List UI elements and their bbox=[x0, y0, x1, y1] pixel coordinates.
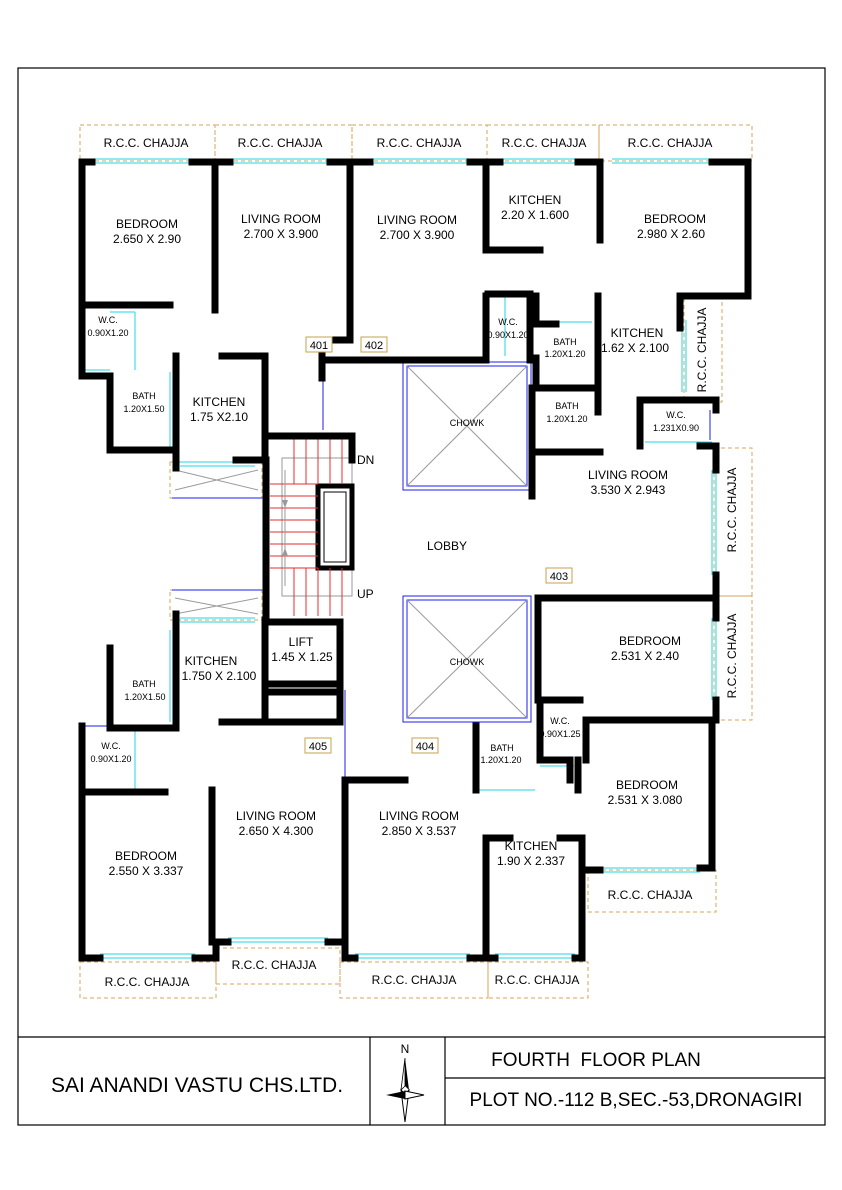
room-name: W.C. bbox=[98, 315, 118, 325]
room-size: 2.550 X 3.337 bbox=[109, 864, 184, 878]
room-size: 2.650 X 2.90 bbox=[113, 232, 181, 246]
title-block: SAI ANANDI VASTU CHS.LTD. N FOURTH FLOOR… bbox=[51, 1042, 803, 1123]
flat-number-404: 404 bbox=[416, 741, 434, 753]
room-size: 1.45 X 1.25 bbox=[271, 650, 333, 664]
room-name: BATH bbox=[555, 401, 578, 411]
flat-number-405: 405 bbox=[309, 741, 327, 753]
north-arrow-icon bbox=[386, 1057, 425, 1123]
room-name: BEDROOM bbox=[115, 849, 177, 863]
room-size: 1.20X1.20 bbox=[546, 414, 587, 424]
room-name: LIVING ROOM bbox=[236, 809, 316, 823]
room-size: 2.980 X 2.60 bbox=[637, 227, 705, 241]
chajja-label: R.C.C. CHAJJA bbox=[695, 308, 709, 393]
chowk-label: CHOWK bbox=[450, 418, 485, 428]
room-name: KITCHEN bbox=[509, 193, 562, 207]
room-size: 1.62 X 2.100 bbox=[601, 341, 669, 355]
chajja-labels: R.C.C. CHAJJA R.C.C. CHAJJA R.C.C. CHAJJ… bbox=[104, 136, 739, 989]
chajja-label: R.C.C. CHAJJA bbox=[104, 136, 189, 150]
room-size: 1.750 X 2.100 bbox=[182, 669, 257, 683]
room-name: BATH bbox=[132, 679, 155, 689]
chowk-diagonals bbox=[174, 365, 528, 719]
room-name: LIFT bbox=[289, 635, 314, 649]
room-name: LIVING ROOM bbox=[241, 212, 321, 226]
room-name: W.C. bbox=[101, 741, 121, 751]
room-name: W.C. bbox=[550, 716, 570, 726]
room-name: BATH bbox=[132, 391, 155, 401]
chajja-label: R.C.C. CHAJJA bbox=[495, 973, 580, 987]
sheet-frame bbox=[17, 67, 826, 1126]
lobby-label: LOBBY bbox=[427, 539, 467, 553]
chajja-label: R.C.C. CHAJJA bbox=[377, 136, 462, 150]
room-name: BEDROOM bbox=[116, 217, 178, 231]
flat-number-403: 403 bbox=[550, 571, 568, 583]
room-name: BEDROOM bbox=[619, 634, 681, 648]
room-size: 0.90X1.20 bbox=[487, 330, 528, 340]
staircase bbox=[270, 438, 355, 616]
room-name: BEDROOM bbox=[644, 212, 706, 226]
room-size: 1.20X1.50 bbox=[124, 692, 165, 702]
chajja-label: R.C.C. CHAJJA bbox=[238, 136, 323, 150]
room-size: 2.850 X 3.537 bbox=[382, 824, 457, 838]
society-name: SAI ANANDI VASTU CHS.LTD. bbox=[51, 1074, 343, 1097]
room-labels: BEDROOM 2.650 X 2.90 LIVING ROOM 2.700 X… bbox=[87, 193, 706, 878]
room-name: BEDROOM bbox=[616, 778, 678, 792]
stair-down-label: DN bbox=[357, 453, 374, 467]
plan-title: FOURTH FLOOR PLAN bbox=[491, 1050, 701, 1071]
room-name: W.C. bbox=[498, 317, 518, 327]
room-size: 1.20X1.20 bbox=[544, 349, 585, 359]
flat-tags: 401 402 403 404 405 bbox=[304, 336, 573, 754]
room-size: 1.20X1.20 bbox=[480, 755, 521, 765]
room-size: 2.531 X 2.40 bbox=[611, 649, 679, 663]
room-size: 3.530 X 2.943 bbox=[591, 483, 666, 497]
room-name: LIVING ROOM bbox=[379, 809, 459, 823]
windows bbox=[84, 158, 717, 959]
room-name: BATH bbox=[490, 743, 513, 753]
room-name: W.C. bbox=[666, 410, 686, 420]
walls bbox=[78, 158, 752, 962]
room-name: KITCHEN bbox=[611, 326, 664, 340]
room-size: 0.90X1.20 bbox=[87, 328, 128, 338]
chajja-label: R.C.C. CHAJJA bbox=[628, 136, 713, 150]
chajja-label: R.C.C. CHAJJA bbox=[502, 136, 587, 150]
flat-number-402: 402 bbox=[365, 340, 383, 352]
room-name: KITCHEN bbox=[505, 839, 558, 853]
room-size: 1.75 X2.10 bbox=[190, 410, 248, 424]
room-name: BATH bbox=[553, 337, 576, 347]
chajja-label: R.C.C. CHAJJA bbox=[232, 958, 317, 972]
room-size: 0.90X1.20 bbox=[90, 754, 131, 764]
chajja-label: R.C.C. CHAJJA bbox=[372, 973, 457, 987]
room-size: 2.20 X 1.600 bbox=[501, 208, 569, 222]
room-name: LIVING ROOM bbox=[377, 213, 457, 227]
room-size: 2.531 X 3.080 bbox=[608, 793, 683, 807]
chajja-label: R.C.C. CHAJJA bbox=[608, 888, 693, 902]
room-size: 1.231X0.90 bbox=[653, 423, 699, 433]
chajja-label: R.C.C. CHAJJA bbox=[725, 614, 739, 699]
room-size: 2.700 X 3.900 bbox=[380, 228, 455, 242]
plot-number: PLOT NO.-112 B,SEC.-53,DRONAGIRI bbox=[470, 1090, 803, 1111]
chajja-label: R.C.C. CHAJJA bbox=[725, 468, 739, 553]
room-size: 2.700 X 3.900 bbox=[244, 227, 319, 241]
room-size: 2.650 X 4.300 bbox=[239, 824, 314, 838]
chajja-label: R.C.C. CHAJJA bbox=[105, 975, 190, 989]
room-size: 1.20X1.50 bbox=[123, 404, 164, 414]
room-name: KITCHEN bbox=[185, 654, 238, 668]
stair-up-label: UP bbox=[357, 587, 374, 601]
room-size: 0.90X1.25 bbox=[539, 729, 580, 739]
room-name: KITCHEN bbox=[193, 395, 246, 409]
north-label: N bbox=[401, 1042, 410, 1056]
chowk-label: CHOWK bbox=[450, 657, 485, 667]
flat-number-401: 401 bbox=[310, 340, 328, 352]
room-name: LIVING ROOM bbox=[588, 468, 668, 482]
room-size: 1.90 X 2.337 bbox=[497, 854, 565, 868]
